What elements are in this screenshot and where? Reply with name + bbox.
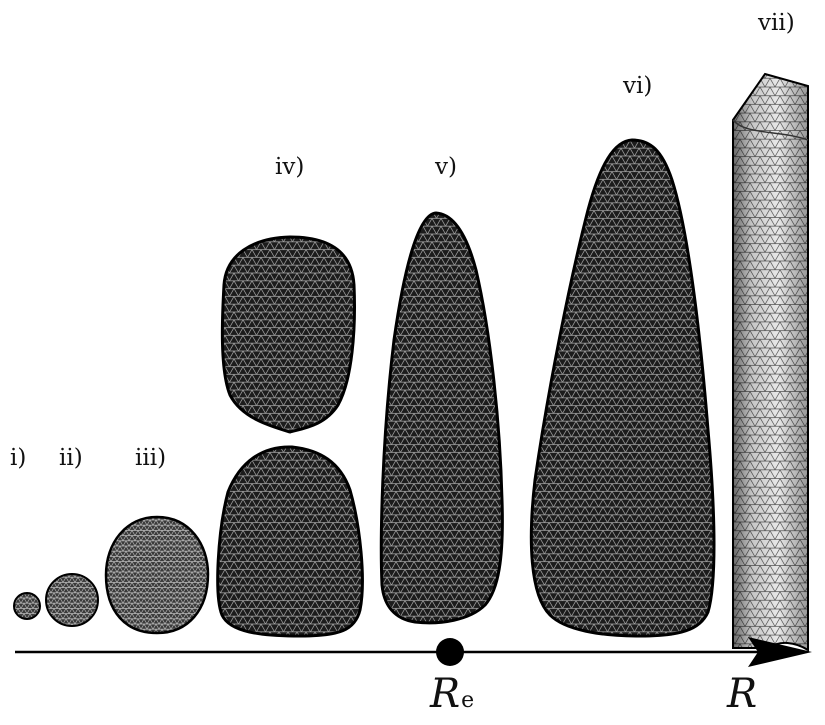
arrow-right-icon	[748, 637, 812, 667]
shape-iv-bottom-mesh	[216, 445, 364, 638]
filled-circle-icon	[436, 638, 464, 666]
shape-vii-mesh	[732, 72, 809, 652]
re-subscript: e	[461, 688, 475, 713]
label-ii: ii)	[59, 445, 83, 471]
shape-ii-mesh	[45, 573, 99, 627]
re-marker-label: Re	[430, 674, 474, 714]
label-i: i)	[10, 445, 27, 471]
r-axis-label: R	[727, 671, 758, 717]
shape-v-mesh	[379, 211, 504, 625]
re-symbol: R	[430, 671, 461, 717]
label-iv: iv)	[275, 154, 305, 180]
label-v: v)	[435, 154, 457, 180]
shape-iv-top-mesh	[220, 235, 356, 434]
label-vii: vii)	[758, 10, 795, 36]
label-vi: vi)	[623, 73, 653, 99]
shape-iii-mesh	[104, 515, 210, 635]
shape-i-mesh	[13, 592, 41, 620]
shape-vi-mesh	[529, 138, 716, 638]
label-iii: iii)	[135, 445, 167, 471]
